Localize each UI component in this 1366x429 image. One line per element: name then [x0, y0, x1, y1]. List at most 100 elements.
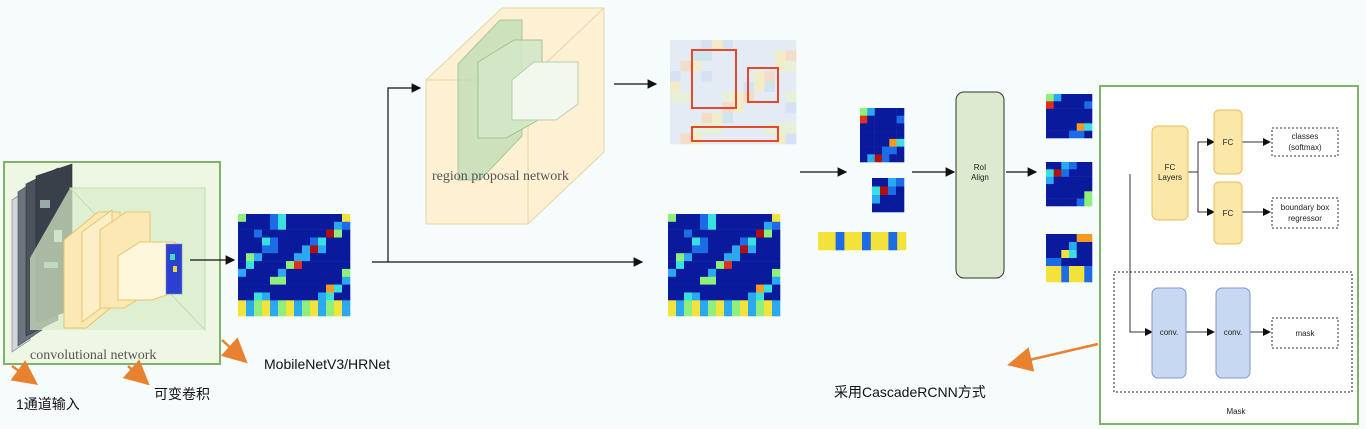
proposal-cell: [764, 50, 776, 62]
heatmap-cell: [254, 292, 263, 301]
proposal-cell: [775, 71, 786, 82]
heatmap-cell: [860, 146, 868, 155]
heatmap-cell: [740, 300, 749, 309]
proposal-cell: [712, 40, 723, 51]
heatmap-cell: [238, 284, 247, 293]
proposal-cell: [743, 133, 755, 145]
heatmap-cell: [1046, 250, 1054, 259]
heatmap-cell: [740, 245, 749, 254]
heatmap-cell: [294, 237, 303, 246]
heatmap-cell: [1061, 191, 1070, 199]
heatmap-cell: [1046, 191, 1054, 199]
heatmap-cell: [238, 261, 247, 270]
heatmap-cell: [310, 214, 319, 223]
heatmap-cell: [732, 221, 741, 230]
heatmap-cell: [246, 292, 255, 301]
proposal-cell: [691, 133, 702, 145]
heatmap-cell: [1069, 242, 1077, 251]
heatmap-cell: [708, 221, 717, 230]
heatmap-cell: [872, 195, 881, 204]
heatmap-cell: [1084, 250, 1093, 259]
heatmap-cell: [310, 300, 319, 309]
classes-box: [1271, 127, 1339, 157]
heatmap-cell: [860, 115, 868, 124]
heatmap-cell: [860, 138, 868, 147]
heatmap-cell: [748, 229, 757, 238]
heatmap-cell: [874, 146, 883, 155]
heatmap-cell: [334, 237, 343, 246]
heatmap-cell: [676, 214, 685, 223]
conv-label-1: conv.: [1160, 328, 1179, 337]
heatmap-cell: [318, 284, 327, 293]
heatmap-cell: [1084, 184, 1093, 192]
heatmap-cell: [896, 131, 905, 140]
heatmap-cell: [326, 245, 335, 254]
heatmap-cell: [310, 245, 319, 254]
heatmap-cell: [262, 284, 271, 293]
heatmap-cell: [732, 300, 741, 309]
heatmap-cell: [676, 221, 685, 230]
heatmap-cell: [262, 221, 271, 230]
heatmap-cell: [756, 276, 765, 285]
proposal-cell: [785, 40, 797, 51]
heatmap-cell: [294, 229, 303, 238]
heatmap-cell: [676, 237, 685, 246]
heatmap-cell: [302, 237, 311, 246]
proposal-cell: [680, 92, 692, 103]
heatmap-cell: [716, 253, 725, 262]
heatmap-cell: [772, 292, 781, 301]
heatmap-cell: [826, 232, 836, 242]
heatmap-cell: [708, 308, 717, 317]
heatmap-cell: [1069, 191, 1077, 199]
heatmap-cell: [1076, 101, 1085, 109]
heatmap-cell: [278, 253, 287, 262]
heatmap-cell: [342, 229, 351, 238]
heatmap-cell: [692, 292, 701, 301]
heatmap-cell: [716, 245, 725, 254]
heatmap-cell: [668, 284, 677, 293]
heatmap-cell: [278, 284, 287, 293]
heatmap-cell: [1069, 116, 1077, 124]
heatmap-cell: [286, 261, 295, 270]
heatmap-cell: [238, 221, 247, 230]
heatmap-cell: [700, 300, 709, 309]
proposal-cell: [785, 81, 797, 93]
proposal-cell: [775, 81, 786, 93]
heatmap-cell: [748, 221, 757, 230]
heatmap-cell: [756, 284, 765, 293]
heatmap-cell: [278, 276, 287, 285]
proposal-cell: [775, 133, 786, 145]
bbox-label-1: boundary box: [1281, 203, 1329, 212]
heatmap-cell: [872, 186, 881, 196]
heatmap-cell: [1061, 198, 1070, 207]
heatmap-cell: [294, 253, 303, 262]
heatmap-cell: [692, 245, 701, 254]
heatmap-cell: [270, 237, 279, 246]
proposal-cell: [680, 40, 692, 51]
heatmap-cell: [1069, 169, 1077, 177]
proposal-cell: [691, 81, 702, 93]
proposal-cell: [722, 40, 734, 51]
heatmap-cell: [1053, 184, 1062, 192]
heatmap-cell: [246, 300, 255, 309]
heatmap-cell: [748, 237, 757, 246]
heatmap-cell: [740, 308, 749, 317]
proposal-cell: [754, 71, 765, 82]
heatmap-cell: [270, 268, 279, 277]
heatmap-cell: [1069, 258, 1077, 267]
heatmap-cell: [238, 214, 247, 223]
heatmap-cell: [1061, 266, 1070, 275]
heatmap-cell: [1061, 250, 1070, 259]
heatmap-cell: [1046, 266, 1054, 275]
heatmap-cell: [860, 154, 868, 163]
heatmap-cell: [700, 253, 709, 262]
heatmap-cell: [684, 245, 693, 254]
heatmap-cell: [668, 214, 677, 223]
heatmap-cell: [246, 268, 255, 277]
proposal-cell: [691, 71, 702, 82]
heatmap-cell: [764, 268, 773, 277]
proposal-cell: [701, 40, 713, 51]
heatmap-cell: [302, 253, 311, 262]
heatmap-cell: [1076, 234, 1085, 243]
